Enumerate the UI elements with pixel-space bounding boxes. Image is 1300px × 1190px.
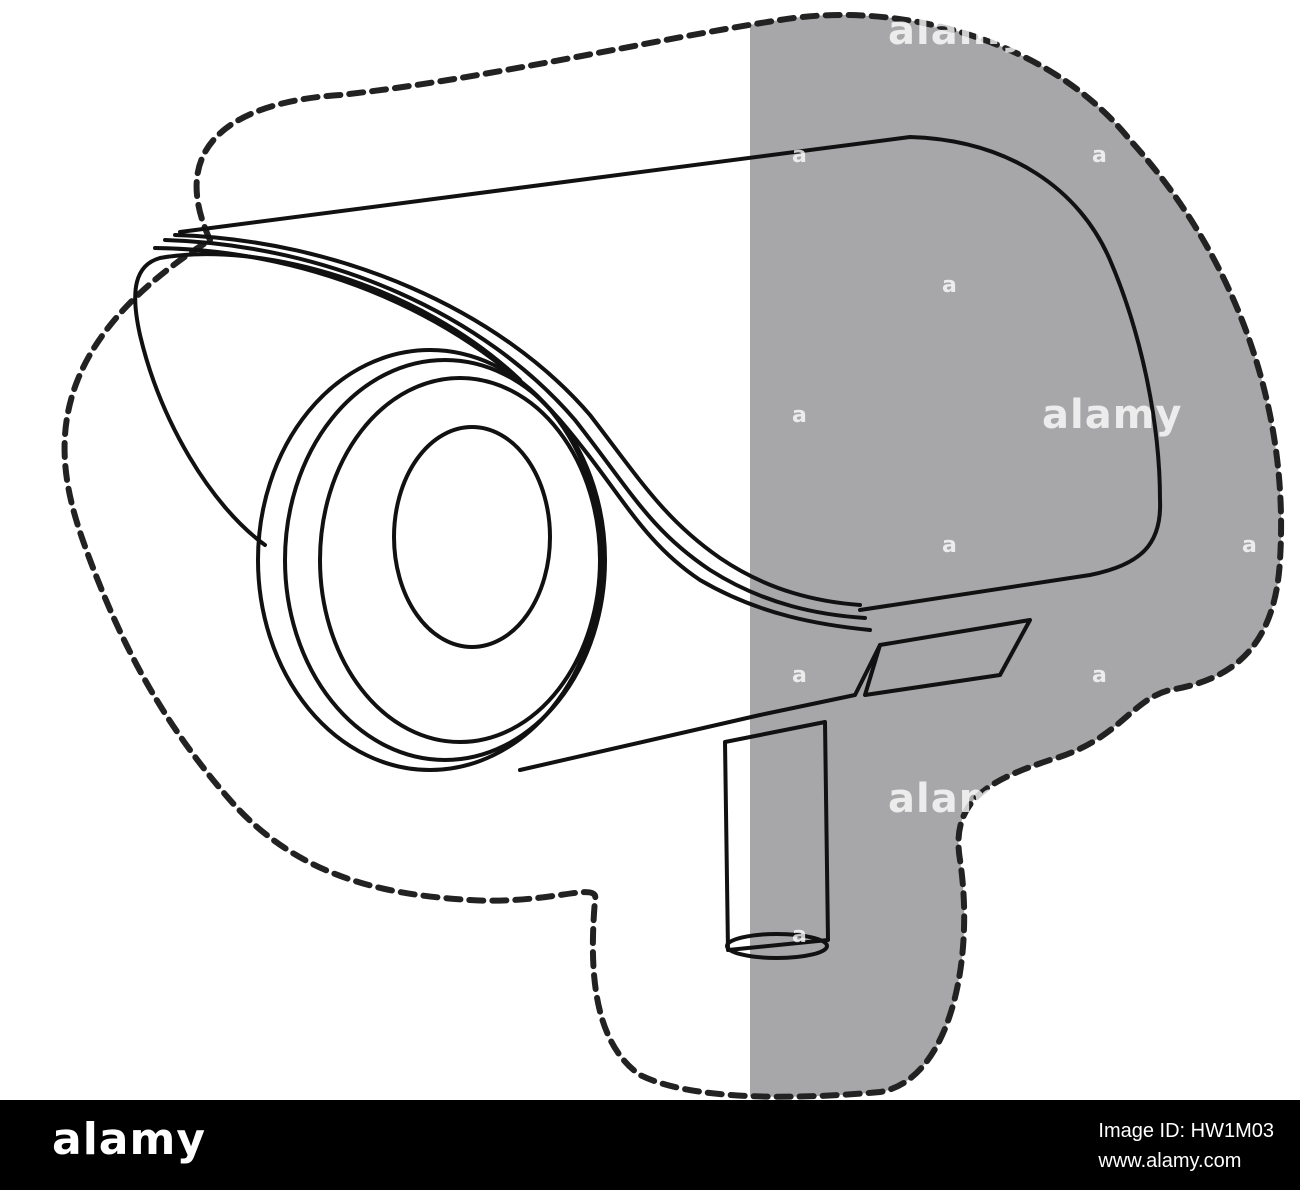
watermark-mark-10: a xyxy=(792,923,808,948)
footer-image-info: Image ID: HW1M03 www.alamy.com xyxy=(1098,1116,1274,1176)
footer-brand-logo: alamy xyxy=(52,1114,206,1165)
lens-outer-ring xyxy=(256,348,604,772)
camera-swoosh-3 xyxy=(173,233,862,607)
watermark-mark-6: a xyxy=(942,533,958,558)
camera-housing-top xyxy=(178,135,1163,612)
camera-mount-bracket xyxy=(863,618,1032,697)
security-camera-sticker-illustration xyxy=(61,12,1285,1100)
camera-mount-pole-end xyxy=(725,932,829,960)
stock-footer-bar: alamy Image ID: HW1M03 www.alamy.com xyxy=(0,1100,1300,1190)
lens-ring-2 xyxy=(283,358,607,762)
lens-ring-3 xyxy=(318,376,602,744)
watermark-mark-5: a xyxy=(792,403,808,428)
watermark-mark-2: a xyxy=(1092,143,1108,168)
watermark-mark-3: a xyxy=(942,273,958,298)
camera-icon xyxy=(133,135,1163,960)
lens-inner-glass xyxy=(392,425,552,649)
footer-url-link[interactable]: www.alamy.com xyxy=(1098,1150,1242,1172)
camera-body-bottom xyxy=(518,643,882,772)
camera-swoosh-2 xyxy=(163,238,867,620)
watermark-mark-9: a xyxy=(1092,663,1108,688)
watermark-mark-8: a xyxy=(792,663,808,688)
camera-mount-pole xyxy=(723,720,830,952)
watermark-mark-7: a xyxy=(1242,533,1258,558)
watermark-mark-1: a xyxy=(792,143,808,168)
dashed-cut-outline xyxy=(61,12,1285,1100)
watermark-mark-4: a xyxy=(1242,273,1258,298)
camera-sun-shield xyxy=(133,252,522,547)
footer-image-id: Image ID: HW1M03 xyxy=(1098,1120,1274,1142)
camera-swoosh-1 xyxy=(153,246,872,632)
watermark-lower: alamy xyxy=(888,776,1029,822)
watermark-top: alamy xyxy=(888,8,1029,54)
watermark-middle: alamy xyxy=(1042,392,1183,438)
